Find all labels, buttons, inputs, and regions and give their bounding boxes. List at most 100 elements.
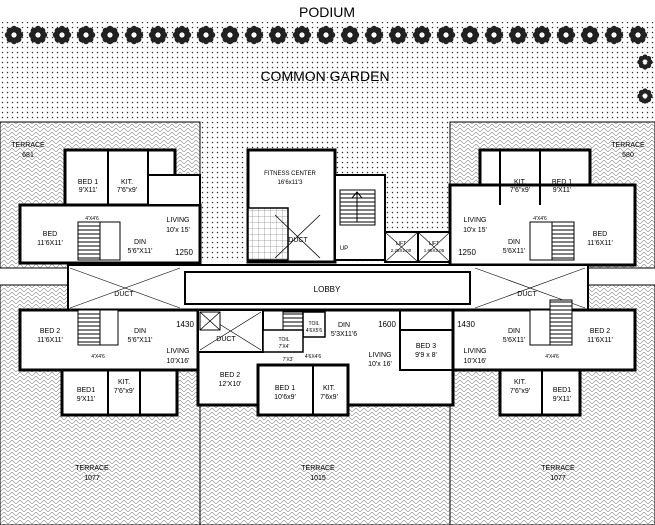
br-bed1-name: BED1 [553, 387, 571, 394]
tree-icon [76, 25, 96, 45]
bc-bed2-dim: 12'X10' [219, 381, 242, 388]
bl-bed1-name: BED1 [77, 387, 95, 394]
tr-din-name: DIN [508, 239, 520, 246]
tree-icon [52, 25, 72, 45]
br-bed2-name: BED 2 [590, 328, 610, 335]
tree-icon [637, 88, 653, 104]
core-duct-label: DUCT [288, 237, 308, 244]
tree-icon [532, 25, 552, 45]
bl-kit-dim: 7'6"x9' [114, 388, 134, 395]
terrace-bl-area: 1077 [84, 475, 100, 482]
bc-living-dim: 10'x 16' [368, 361, 392, 368]
terrace-tr-label: TERRACE [611, 142, 645, 149]
terrace-bl-label: TERRACE [75, 465, 109, 472]
bc-bed2-name: BED 2 [220, 372, 240, 379]
bl-area: 1430 [176, 320, 194, 329]
podium-title: PODIUM [299, 4, 355, 20]
bl-bed1-dim: 9'X11' [77, 396, 96, 403]
tl-din-dim: 5'6"X11' [128, 248, 153, 255]
lift-2-dim: 1.95X2.05 [424, 248, 445, 253]
terrace-bc-area: 1015 [310, 475, 326, 482]
bl-living-dim: 10'X16' [167, 358, 190, 365]
flat-bottom-center [196, 308, 455, 417]
tree-icon [268, 25, 288, 45]
tree-icon [508, 25, 528, 45]
bc-kit-dim: 7'6x9' [320, 394, 338, 401]
tree-icon [196, 25, 216, 45]
bl-living-name: LIVING [167, 348, 190, 355]
lift-1-dim: 2.25X2.00 [391, 248, 412, 253]
tree-icon [244, 25, 264, 45]
tl-duct-label: DUCT [114, 291, 134, 298]
bc-din-name: DIN [338, 322, 350, 329]
tl-bed-name: BED [43, 231, 57, 238]
terrace-br-label: TERRACE [541, 465, 575, 472]
tree-icon [340, 25, 360, 45]
terrace-tl-area: 681 [22, 152, 34, 159]
bl-din-dim: 5'6"X11' [128, 337, 153, 344]
bc-area: 1600 [378, 320, 396, 329]
flat-bottom-right [451, 299, 637, 417]
fitness-dim: 16'6x11'3 [278, 180, 304, 186]
bl-bed2-dim: 11'6X11' [37, 337, 63, 344]
tr-din-dim: 5'6X11' [503, 248, 525, 255]
tree-icon [484, 25, 504, 45]
br-area: 1430 [457, 320, 475, 329]
bc-bed1-name: BED 1 [275, 385, 295, 392]
tree-icon [412, 25, 432, 45]
tl-bed1-dim: 9'X11' [79, 187, 98, 194]
terrace-tl-label: TERRACE [11, 142, 45, 149]
tr-bed1-dim: 9'X11' [553, 187, 572, 194]
tl-area: 1250 [175, 248, 193, 257]
common-garden-label: COMMON GARDEN [260, 68, 389, 84]
br-din-name: DIN [508, 328, 520, 335]
fitness-name: FITNESS CENTER [264, 171, 316, 177]
br-bed1-dim: 9'X11' [553, 396, 572, 403]
tree-icon [316, 25, 336, 45]
bc-small-dim: 7'X3' [283, 357, 294, 363]
bc-bed1-dim: 10'6x9' [274, 394, 296, 401]
bc-living-name: LIVING [369, 352, 392, 359]
tl-living-dim: 10'x 15' [166, 227, 190, 234]
bc-toil2-dim: 7'X4' [279, 344, 290, 350]
flat-top-left [18, 148, 202, 265]
tl-bed1-name: BED 1 [78, 179, 98, 186]
tr-duct-label: DUCT [517, 291, 537, 298]
bc-kit-name: KIT. [323, 385, 335, 392]
tree-icon [148, 25, 168, 45]
bc-small2-dim: 4'6X4'6 [305, 354, 322, 360]
tree-icon [172, 25, 192, 45]
bc-bed3-name: BED 3 [416, 343, 436, 350]
tr-bed-dim: 11'6X11' [587, 240, 613, 247]
tl-living-name: LIVING [167, 217, 190, 224]
tr-kit-name: KIT. [514, 179, 526, 186]
tree-icon [637, 54, 653, 70]
br-living-dim: 10'X16' [464, 358, 487, 365]
tree-icon [292, 25, 312, 45]
terrace-tr-area: 580 [622, 152, 634, 159]
lobby-corridor [67, 264, 589, 311]
tree-icon [460, 25, 480, 45]
br-bed2-dim: 11'6X11' [587, 337, 613, 344]
tl-kit-dim: 7'6"x9' [117, 187, 137, 194]
stair-up-label: UP [340, 246, 348, 252]
terrace-bc-label: TERRACE [301, 465, 335, 472]
bl-din-name: DIN [134, 328, 146, 335]
tl-toilet-dim: 4'X4'6 [85, 216, 99, 222]
tree-icon [28, 25, 48, 45]
tl-kit-name: KIT. [121, 179, 133, 186]
tl-bed-dim: 11'6X11' [37, 240, 63, 247]
tr-kit-dim: 7'6"x9' [510, 187, 530, 194]
tr-bed1-name: BED 1 [552, 179, 572, 186]
core-block [246, 148, 451, 264]
terrace-br-area: 1077 [550, 475, 566, 482]
flat-top-right [448, 148, 637, 267]
tr-area: 1250 [458, 248, 476, 257]
tree-icon [628, 25, 648, 45]
tr-living-name: LIVING [464, 217, 487, 224]
tree-icon [124, 25, 144, 45]
br-din-dim: 5'6X11' [503, 337, 525, 344]
tree-row [4, 25, 653, 104]
